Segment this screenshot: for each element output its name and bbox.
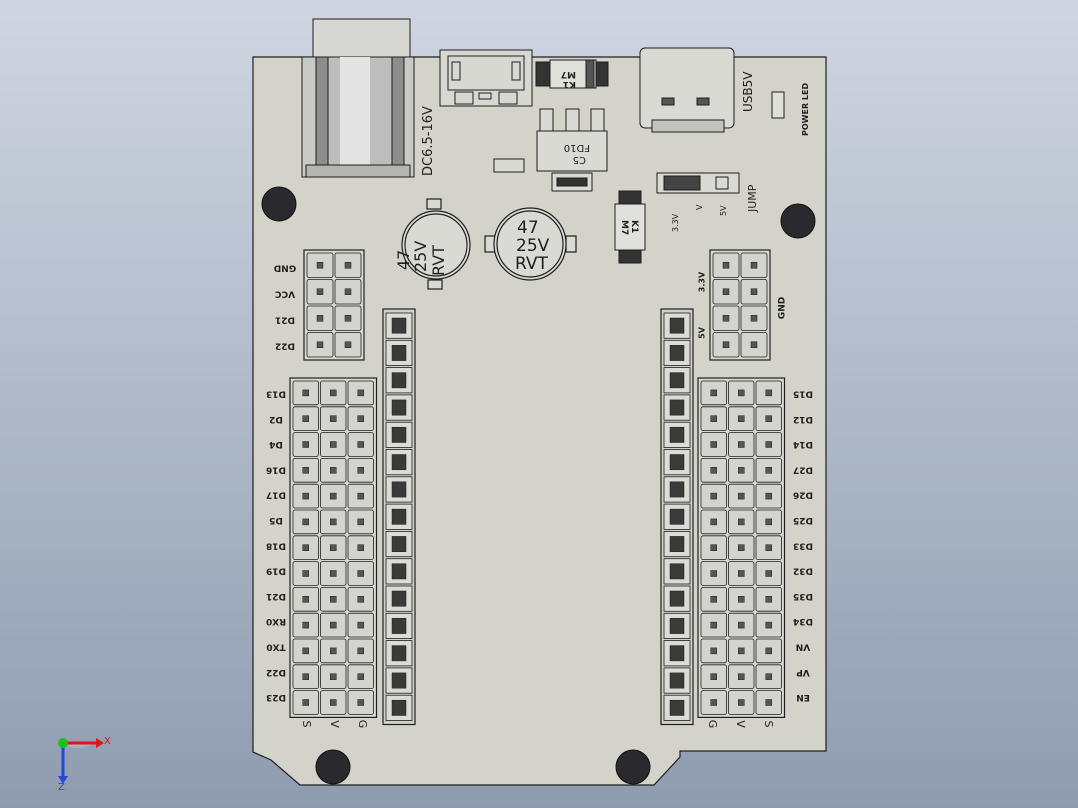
capacitor-right (484, 207, 577, 281)
right-power-label: 5V (698, 326, 707, 339)
power-label: GND (274, 263, 296, 273)
diode-top (535, 59, 609, 89)
smd-resistor (493, 158, 525, 173)
dc-jack-label: DC6.5-16V (421, 106, 436, 176)
gpio-right-label: D32 (793, 566, 813, 576)
gpio-left-label: D19 (266, 566, 286, 576)
gpio-left-label: D23 (266, 692, 286, 702)
gpio-header-left (289, 377, 378, 718)
power-led (771, 91, 785, 119)
left-col-label: S (300, 721, 313, 728)
esp32-socket-left (382, 308, 416, 726)
mounting-hole-bottom-right (615, 749, 651, 785)
gpio-right-label: D15 (793, 389, 813, 399)
cap-left-line-1: 47 (394, 250, 413, 270)
right-col-label: V (734, 720, 747, 728)
gpio-right-label: D25 (793, 515, 813, 525)
z-axis-arrow (58, 776, 68, 784)
gpio-right-label: D14 (793, 439, 813, 449)
axis-triad: X Z (58, 736, 111, 793)
diode-top-ref: K1 (563, 79, 576, 89)
right-col-label: G (706, 720, 719, 729)
mounting-hole-top-right (780, 203, 816, 239)
capacitor-left (401, 198, 471, 290)
usb-label: USB5V (741, 71, 755, 112)
diode-top-marking: M7 (561, 69, 576, 79)
right-col-label: S (762, 721, 775, 728)
y-axis-dot (58, 738, 68, 748)
gpio-left-label: D13 (266, 389, 286, 399)
jump-label: JUMP (746, 184, 759, 213)
right-power-label: 3.3V (698, 271, 707, 292)
gpio-left-label: D16 (266, 464, 286, 474)
gpio-left-label: D4 (269, 439, 283, 449)
jump-pin-1: 3.3V (671, 213, 680, 232)
gpio-left-label: D2 (269, 414, 283, 424)
socket-pin (663, 585, 691, 612)
mounting-hole-top-left (261, 186, 297, 222)
socket-pin (663, 312, 691, 339)
gpio-right-label: D12 (793, 414, 813, 424)
gpio-right-label: D26 (793, 490, 813, 500)
gpio-left-label: RX0 (266, 616, 286, 626)
gpio-right-label: D27 (793, 464, 813, 474)
gpio-right-label: VP (796, 667, 810, 677)
cap-left-line-2: 25V (411, 241, 430, 272)
gpio-left-label: D22 (266, 667, 286, 677)
left-col-label: G (356, 720, 369, 729)
right-power-gnd-label: GND (778, 297, 788, 319)
gpio-header-right (697, 377, 786, 718)
regulator-ref: C5 (573, 154, 586, 165)
jumper-block (656, 172, 740, 194)
gpio-right-label: D34 (793, 616, 813, 626)
regulator-marking: FD10 (564, 142, 590, 153)
gpio-left-label: D5 (269, 515, 283, 525)
diode-side-marking: M7 (619, 220, 629, 235)
power-header-right (709, 249, 771, 361)
power-label: VCC (275, 289, 296, 299)
gpio-right-label: EN (796, 692, 810, 702)
cap-right-line-3: RVT (515, 254, 549, 274)
power-label: D22 (275, 341, 295, 351)
gpio-left-label: D18 (266, 540, 286, 550)
power-led-label: POWER LED (801, 83, 810, 136)
jump-pin-3: 5V (719, 205, 728, 216)
mounting-holes (261, 186, 816, 785)
gpio-right-label: VN (796, 642, 811, 652)
gpio-left-label: D21 (266, 591, 286, 601)
gpio-left-label: TX0 (266, 642, 285, 652)
x-axis-arrow (96, 738, 104, 748)
mounting-hole-bottom-left (315, 749, 351, 785)
gpio-right-label: D33 (793, 540, 813, 550)
cap-left-line-3: RVT (429, 245, 448, 276)
gpio-left-label: D17 (266, 490, 286, 500)
power-label: D21 (275, 315, 295, 325)
diode-side-ref: K1 (629, 220, 639, 233)
power-header-left (303, 249, 365, 361)
voltage-regulator (536, 108, 608, 192)
cap-right-line-2: 25V (516, 236, 550, 256)
dc-jack (301, 18, 415, 178)
x-axis-label: X (104, 736, 111, 747)
gpio-right-label: D35 (793, 591, 813, 601)
micro-usb-connector (439, 49, 533, 107)
cap-right-line-1: 47 (517, 218, 539, 238)
diode-side (614, 190, 646, 264)
jump-pin-2: V (695, 204, 704, 210)
esp32-socket-right (660, 308, 694, 726)
left-col-label: V (328, 720, 341, 728)
silkscreen-labels: GNDVCCD21D22D13D2D4D16D17D5D18D19D21RX0T… (266, 263, 813, 729)
usb-c-connector (639, 47, 735, 133)
z-axis-label: Z (58, 782, 65, 793)
